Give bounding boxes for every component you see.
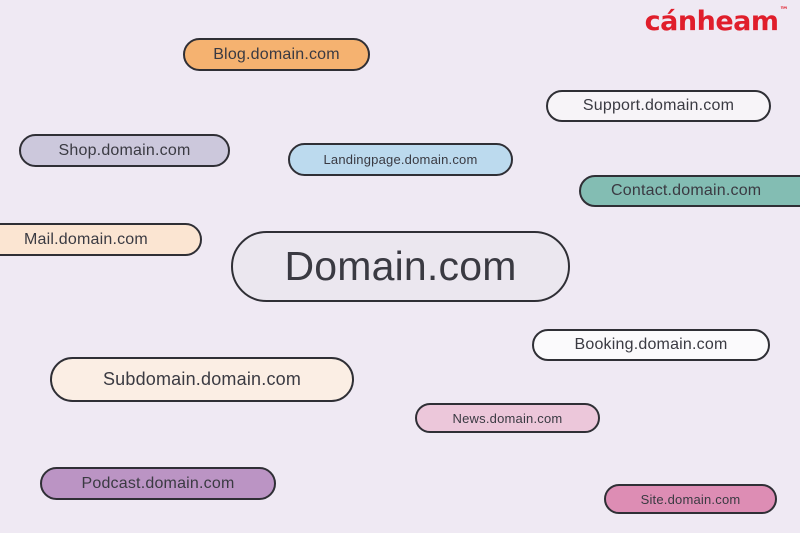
subdomain-pill-subdomain: Subdomain.domain.com (50, 357, 354, 402)
subdomain-pill-support: Support.domain.com (546, 90, 771, 122)
subdomain-label: Subdomain.domain.com (102, 369, 302, 389)
subdomain-pill-contact: Contact.domain.com (579, 175, 800, 207)
subdomain-pill-landingpage: Landingpage.domain.com (288, 143, 513, 176)
subdomain-pill-blog: Blog.domain.com (183, 38, 370, 71)
subdomain-label: Shop.domain.com (58, 141, 191, 159)
subdomain-pill-site: Site.domain.com (604, 484, 777, 514)
subdomain-label: News.domain.com (452, 410, 563, 426)
domain-label: Domain.com (284, 243, 517, 289)
subdomain-label: Podcast.domain.com (81, 474, 235, 492)
subdomain-label: Site.domain.com (640, 491, 741, 507)
subdomain-label: Support.domain.com (582, 97, 735, 114)
subdomain-pill-booking: Booking.domain.com (532, 329, 770, 361)
subdomain-label: Booking.domain.com (574, 336, 728, 353)
subdomain-pill-shop: Shop.domain.com (19, 134, 230, 167)
subdomain-label: Blog.domain.com (213, 45, 340, 63)
canheam-logo: cánheam™ (644, 6, 789, 37)
subdomain-pill-podcast: Podcast.domain.com (40, 467, 276, 500)
subdomain-label: Landingpage.domain.com (323, 152, 478, 167)
subdomain-label: Contact.domain.com (611, 182, 762, 199)
logo-text: cánheam (644, 6, 779, 37)
subdomain-pill-mail: Mail.domain.com (0, 223, 202, 256)
subdomain-label: Mail.domain.com (24, 230, 148, 248)
domain-pill-main: Domain.com (231, 231, 570, 302)
subdomain-pill-news: News.domain.com (415, 403, 600, 433)
